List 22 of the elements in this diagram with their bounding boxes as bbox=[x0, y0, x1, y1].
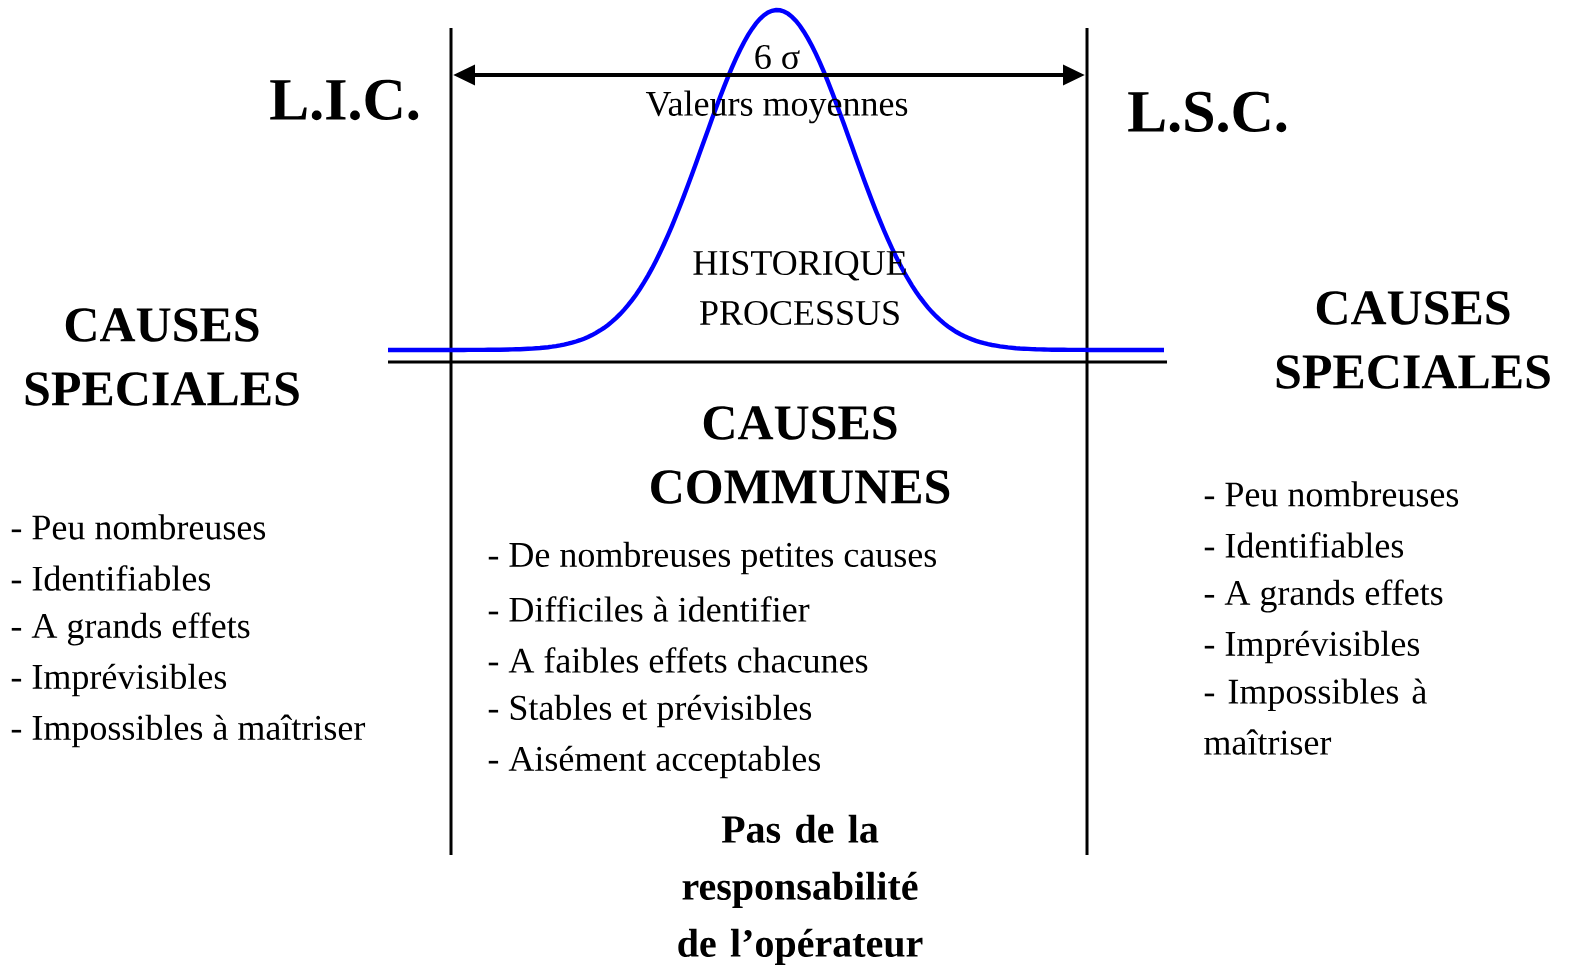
list-item: - Imprévisibles bbox=[1204, 630, 1420, 664]
list-item: - A grands effets bbox=[1204, 579, 1443, 613]
list-item: - Identifiables bbox=[1204, 532, 1404, 558]
heading: CAUSES SPECIALES bbox=[25, 308, 299, 406]
list-item: - Difficiles à identifier bbox=[488, 596, 810, 622]
list-item: - Identifiables bbox=[11, 565, 211, 591]
limit-label: L.S.C. bbox=[1128, 91, 1287, 133]
list-item: - De nombreuses petites causes bbox=[488, 541, 936, 575]
dimension-label: 6 σ bbox=[755, 44, 800, 70]
list-item: - Imprévisibles bbox=[11, 663, 227, 697]
list-item: - Peu nombreuses bbox=[1204, 481, 1459, 507]
list-item: - A faibles effets chacunes bbox=[488, 647, 868, 673]
list-item: - Stables et prévisibles bbox=[488, 694, 812, 728]
heading: CAUSES SPECIALES bbox=[1276, 291, 1550, 389]
note: Pas de la responsabilité de l’opérateur bbox=[678, 814, 923, 966]
list-item: - A grands effets bbox=[11, 612, 250, 646]
heading: CAUSES COMMUNES bbox=[651, 406, 950, 504]
list-item: - Aisément acceptables bbox=[488, 745, 820, 779]
limit-label: L.I.C. bbox=[270, 79, 419, 121]
list-item: - Impossibles à maîtriser bbox=[11, 714, 366, 748]
list-item: - Impossibles à maîtriser bbox=[1204, 678, 1427, 755]
list-item: - Peu nombreuses bbox=[11, 514, 266, 540]
